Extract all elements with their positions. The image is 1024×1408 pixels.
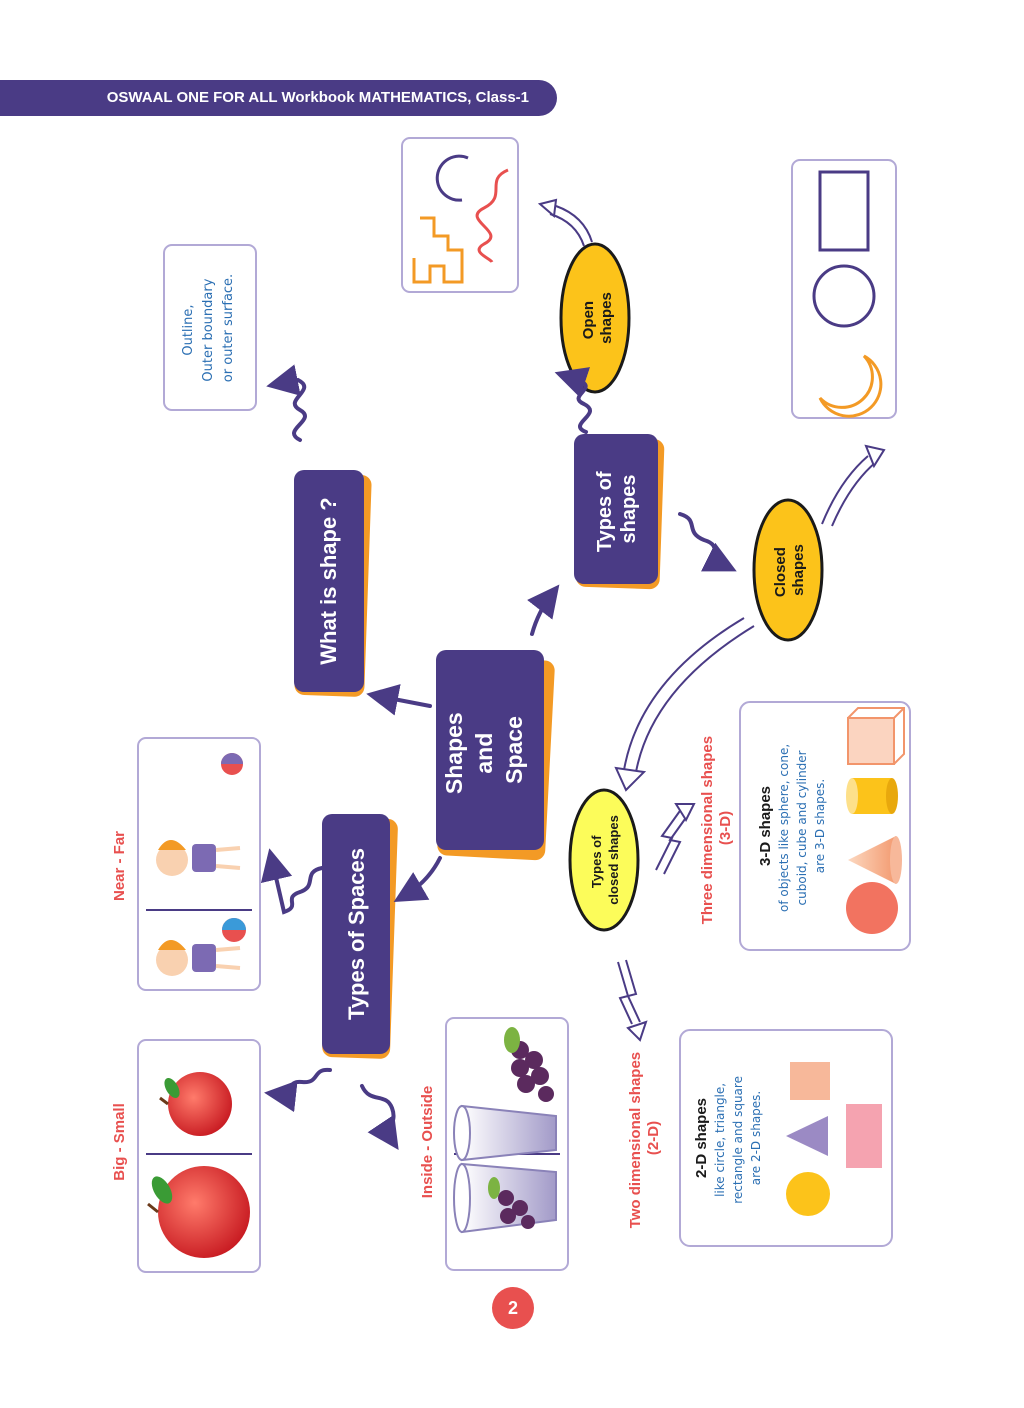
girl-ball-near — [156, 918, 246, 976]
big-apple — [147, 1166, 250, 1258]
open-shapes-line1: Open — [580, 301, 597, 339]
definition-line1: Outline, — [181, 304, 196, 355]
svg-text:Two dimensional shapes (2-: Two dimensional shapes (2-D) — [627, 1048, 662, 1229]
svg-text:Closed shapes: Closed shapes — [772, 543, 807, 597]
girl-ball-far — [156, 753, 243, 876]
big-small-box — [137, 1039, 261, 1273]
open-shapes-line2: shapes — [598, 292, 615, 344]
types-closed-line2: closed shapes — [606, 815, 621, 905]
types-of-closed-shapes-node: Types of closed shapes — [568, 788, 640, 932]
near-far-box — [137, 737, 261, 991]
open-shapes-box — [401, 137, 519, 293]
what-is-shape-node: What is shape ? — [294, 470, 372, 697]
inside-outside-box — [445, 1017, 569, 1271]
svg-text:Types of closed shapes: Types of closed shapes — [589, 815, 621, 905]
three-d-caption2: (3-D) — [717, 811, 734, 845]
two-d-text1: like circle, triangle, — [713, 1083, 727, 1197]
connectors — [260, 364, 737, 1150]
book-header-title: OSWAAL ONE FOR ALL Workbook MATHEMATICS,… — [106, 89, 529, 106]
cube-shape — [847, 717, 895, 765]
small-apple — [159, 1072, 232, 1136]
double-arrows — [537, 198, 886, 1042]
svg-text:Open shapes: Open shapes — [580, 292, 615, 344]
two-d-title: 2-D shapes — [693, 1098, 710, 1178]
grapes-outside — [504, 1027, 554, 1102]
open-wave-shape — [475, 168, 509, 264]
two-d-text3: are 2-D shapes. — [749, 1091, 763, 1186]
types-closed-line1: Types of — [589, 835, 604, 888]
types-of-spaces-node: Types of Spaces — [322, 814, 398, 1059]
cone-shape — [848, 836, 896, 884]
big-small-label: Big - Small — [111, 1103, 128, 1181]
types-of-shapes-node: Types of shapes — [574, 434, 665, 590]
types-of-shapes-line2: shapes — [618, 475, 640, 544]
three-d-title: 3-D shapes — [757, 786, 774, 866]
rectangle-shape — [818, 170, 870, 252]
rectangle-2d-shape — [846, 1104, 882, 1168]
inside-outside-label: Inside - Outside — [419, 1086, 436, 1199]
triangle-2d-shape — [786, 1116, 828, 1156]
types-of-spaces-label: Types of Spaces — [344, 848, 369, 1020]
three-d-caption1: Three dimensional shapes — [699, 736, 716, 924]
three-d-box: 3-D shapes of objects like sphere, cone,… — [739, 701, 911, 951]
circle-2d-shape — [786, 1172, 830, 1216]
three-d-text3: are 3-D shapes. — [813, 779, 827, 874]
open-zigzag-shape — [412, 216, 464, 284]
what-is-shape-label: What is shape ? — [316, 497, 341, 664]
center-node: Shapes and Space — [436, 650, 555, 861]
closed-shapes-node: Closed shapes — [752, 498, 824, 642]
svg-text:Types of shapes: Types of shapes — [594, 466, 640, 552]
circle-shape — [812, 264, 876, 328]
types-of-shapes-line1: Types of — [594, 471, 616, 552]
definition-line2: Outer boundary — [201, 278, 216, 381]
closed-shapes-line1: Closed — [772, 547, 789, 597]
three-d-text2: cuboid, cube and cylinder — [795, 750, 809, 905]
glass-empty — [453, 1104, 557, 1162]
near-far-label: Near - Far — [111, 831, 128, 901]
glass-with-grapes — [453, 1162, 557, 1234]
book-header: OSWAAL ONE FOR ALL Workbook MATHEMATICS,… — [0, 80, 557, 116]
svg-text:Shapes and Space: Shapes and Space — [441, 706, 527, 794]
svg-text:like circle, triangle, r: like circle, triangle, rectangle and squ… — [713, 1072, 763, 1204]
two-d-caption1: Two dimensional shapes — [627, 1052, 644, 1228]
closed-shapes-box — [791, 159, 897, 419]
two-d-box: 2-D shapes like circle, triangle, rectan… — [679, 1029, 893, 1247]
center-line1: Shapes — [441, 712, 467, 794]
cylinder-shape — [852, 778, 892, 814]
square-2d-shape — [790, 1062, 830, 1100]
definition-line3: or outer surface. — [221, 274, 236, 382]
open-arc-shape — [435, 154, 469, 202]
center-line2: and — [471, 733, 497, 774]
svg-text:Three dimensional shapes (: Three dimensional shapes (3-D) — [699, 732, 734, 925]
two-d-caption2: (2-D) — [645, 1121, 662, 1155]
svg-text:Outline, Outer boundary: Outline, Outer boundary or outer surface… — [181, 274, 236, 382]
closed-shapes-line2: shapes — [790, 544, 807, 596]
page-number: 2 — [492, 1287, 534, 1329]
sphere-shape — [846, 882, 898, 934]
center-line3: Space — [501, 716, 527, 784]
three-d-text1: of objects like sphere, cone, — [777, 744, 791, 912]
svg-text:of objects like sphere, cone,: of objects like sphere, cone, cuboid, cu… — [777, 740, 827, 912]
crescent-shape — [818, 354, 883, 418]
open-shapes-node: Open shapes — [559, 242, 631, 394]
two-d-text2: rectangle and square — [731, 1076, 745, 1204]
shape-definition-box: Outline, Outer boundary or outer surface… — [163, 244, 257, 411]
